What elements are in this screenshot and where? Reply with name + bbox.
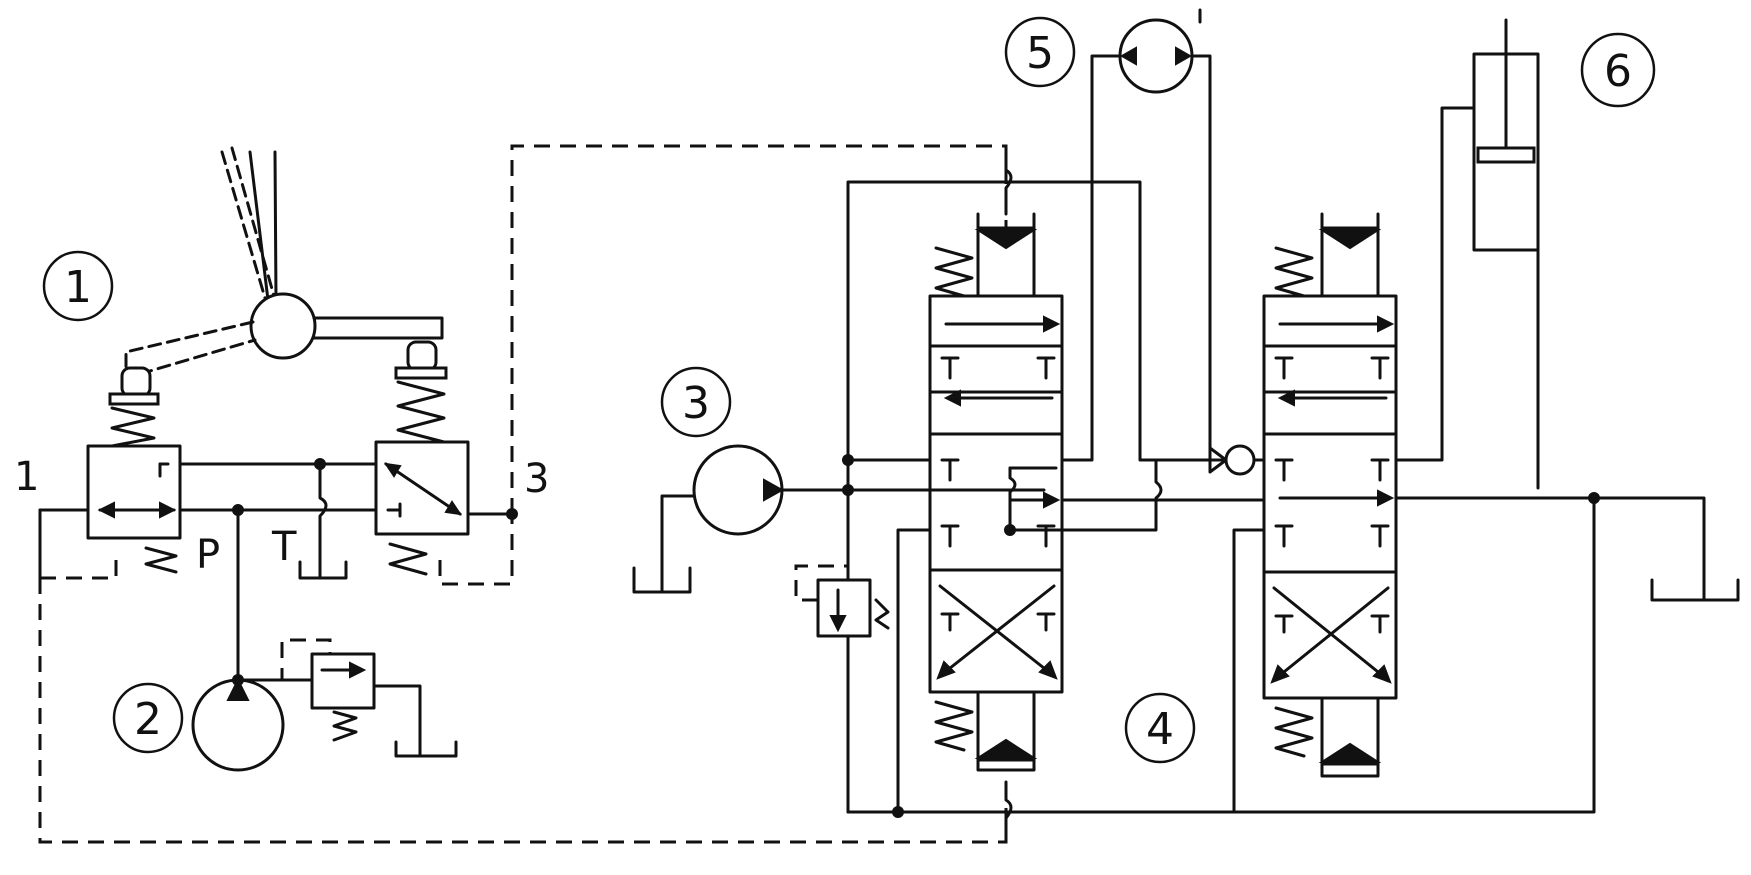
label-4: 4 bbox=[1146, 704, 1174, 755]
hydraulic-motor bbox=[1060, 8, 1212, 462]
label-3: 3 bbox=[682, 378, 710, 429]
pilot-valve-left bbox=[86, 366, 182, 574]
pilot-lines bbox=[38, 458, 518, 682]
label-6: 6 bbox=[1604, 46, 1632, 97]
control-valve-a bbox=[928, 212, 1064, 772]
label-circle-1: 1 bbox=[42, 250, 114, 322]
main-piping bbox=[842, 144, 1740, 844]
control-valve-b bbox=[1262, 212, 1398, 778]
pilot-relief-valve bbox=[280, 638, 458, 758]
joystick bbox=[124, 146, 444, 380]
label-1: 1 bbox=[64, 262, 92, 313]
label-circle-4: 4 bbox=[1124, 692, 1196, 764]
main-relief-valve bbox=[794, 458, 890, 814]
pilot-pump bbox=[191, 674, 314, 772]
port-t-label: T bbox=[271, 524, 297, 570]
label-circle-2: 2 bbox=[112, 682, 184, 754]
hydraulic-cylinder bbox=[1394, 18, 1540, 490]
port-3-label: 3 bbox=[524, 456, 549, 502]
label-circle-5: 5 bbox=[1004, 16, 1076, 88]
pilot-dashed-lines bbox=[38, 144, 1008, 844]
port-1-label: 1 bbox=[14, 454, 39, 500]
label-circle-6: 6 bbox=[1580, 32, 1656, 108]
main-pump bbox=[632, 444, 1046, 594]
pilot-valve-right bbox=[374, 340, 470, 576]
port-p-label: P bbox=[196, 532, 220, 578]
label-circle-3: 3 bbox=[660, 366, 732, 438]
label-2: 2 bbox=[134, 694, 162, 745]
label-5: 5 bbox=[1026, 28, 1054, 79]
